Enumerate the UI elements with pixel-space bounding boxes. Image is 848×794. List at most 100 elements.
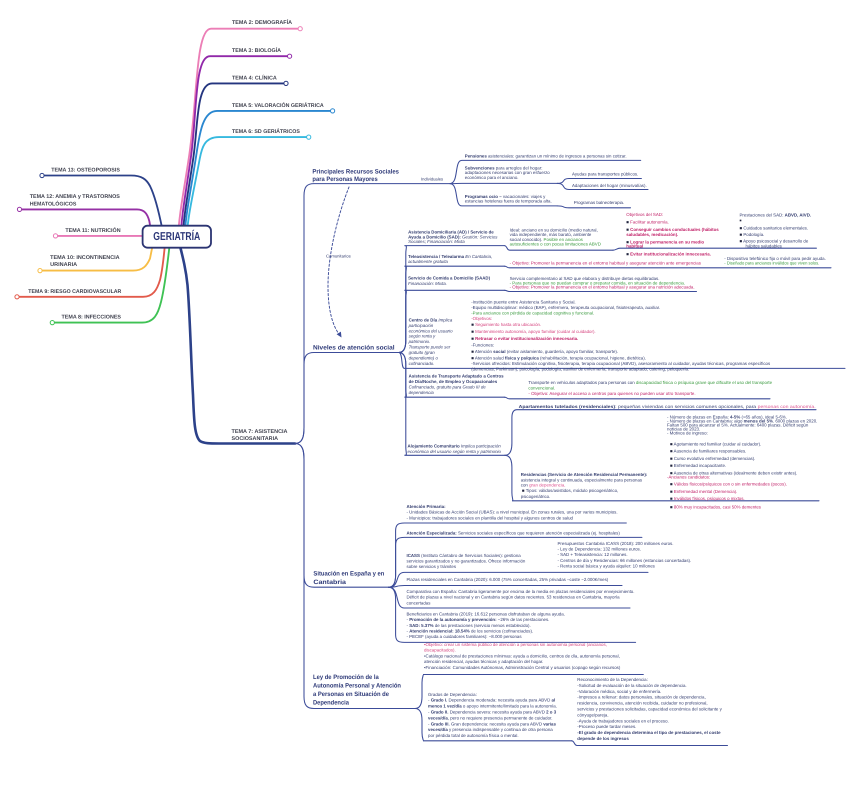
svg-text:participación: participación [408,323,434,328]
svg-text:servicios y prestaciones solic: servicios y prestaciones solicitadas, ca… [577,707,722,712]
svg-text:residencia, convivencia, atenc: residencia, convivencia, atención recibi… [577,701,707,706]
svg-text:ICASS (Instituto Cántabro de S: ICASS (Instituto Cántabro de Servicios S… [407,553,522,558]
svg-text:- PECEF (ayuda a cuidadores fa: - PECEF (ayuda a cuidadores familiares):… [407,634,523,639]
svg-text:dependiente) o: dependiente) o [409,355,439,360]
svg-text:- Renta social básica y ayuda: - Renta social básica y ayuda alquiler: … [558,564,656,569]
svg-text:■ Mantenimiento autonomía, apo: ■ Mantenimiento autonomía, apoyo familia… [471,329,595,334]
svg-text:TEMA 6: SD GERIÁTRICOS: TEMA 6: SD GERIÁTRICOS [232,128,300,135]
svg-text:TEMA 11: NUTRICIÓN: TEMA 11: NUTRICIÓN [65,227,120,234]
svg-text:GERIATRÍA: GERIATRÍA [153,229,200,243]
svg-text:social conocido). Posible en a: social conocido). Posible en ancianos [510,237,584,242]
svg-text:Prestaciones del SAD: ABVD, AI: Prestaciones del SAD: ABVD, AIVD. [740,212,812,217]
svg-text:Faltan 500 para alcanzar el 5%: Faltan 500 para alcanzar el 5%. Actualme… [667,423,809,428]
svg-text:Ayudas para transportes públic: Ayudas para transportes públicos. [572,172,638,177]
svg-text:■ Conseguir cambios conductual: ■ Conseguir cambios conductuales (hábito… [626,227,719,232]
svg-text:■ Podología.: ■ Podología. [740,232,765,237]
svg-text:(demencias, Parkinson), psicol: (demencias, Parkinson), psicología, podo… [471,367,689,372]
svg-text:-Equipo multidisciplinar: médi: -Equipo multidisciplinar: médico (EAP), … [471,305,660,310]
svg-text:Ideal: anciano en su domicilio: Ideal: anciano en su domicilio (medio na… [510,227,598,232]
svg-text:Programas ocio – vacacionales:: Programas ocio – vacacionales: viajes y [465,194,546,199]
svg-text:- Objetivo: Promover la perman: - Objetivo: Promover la permanencia en e… [510,260,702,265]
svg-text:de Día/Noche, de Empleo y Ocup: de Día/Noche, de Empleo y Ocupacionales [409,379,498,384]
svg-text:■ Inválidos físicos, psíquicos: ■ Inválidos físicos, psíquicos o mixtos. [670,496,745,501]
svg-text:Transporte puede ser: Transporte puede ser [409,345,451,350]
svg-text:-Valoración médica, social y d: -Valoración médica, social y de enfermer… [577,689,661,694]
svg-text:veces/día, pero no requiere pr: veces/día, pero no requiere presencia pe… [428,715,553,720]
svg-text:económico para el anciano.: económico para el anciano. [465,175,519,180]
svg-text:HEMATOLÓGICOS: HEMATOLÓGICOS [30,201,77,208]
svg-text:-Objetivos:: -Objetivos: [471,316,492,321]
svg-text:-Ayuda de trabajadores sociale: -Ayuda de trabajadores sociales en el pr… [577,718,668,723]
svg-text:actualmente gratuita: actualmente gratuita [408,259,448,264]
svg-text:- Atención residencial: 18.54%: - Atención residencial: 18.54% de los se… [407,628,534,633]
svg-text:- Objetivo: Asegurar el acceso: - Objetivo: Asegurar el acceso a centros… [528,391,695,396]
svg-text:Objetivos del SAD:: Objetivos del SAD: [626,212,663,217]
svg-text:Ley de Promoción de la: Ley de Promoción de la [313,674,379,681]
svg-text:-Ancianos candidatos:: -Ancianos candidatos: [667,474,710,479]
svg-text:convencional.: convencional. [528,386,555,391]
svg-text:■ Facilitar autonomía.: ■ Facilitar autonomía. [626,220,668,225]
svg-text:- Diseñado para ancianos invál: - Diseñado para ancianos inválidos que v… [724,260,819,265]
svg-text:Residencias (Servicio de Atenc: Residencias (Servicio de Atención Reside… [521,472,648,477]
svg-text:dependencia: dependencia [409,390,435,395]
svg-text:Transporte en vehículos adapta: Transporte en vehículos adaptados para p… [528,380,772,385]
svg-text:Presupuestos Cantabria ICASS (: Presupuestos Cantabria ICASS (2018): 200… [558,541,674,546]
svg-text:•Financiación: Comunidades Aut: •Financiación: Comunidades Autónomas, Ad… [424,665,621,670]
svg-text:■ Lograr la permanencia en su: ■ Lograr la permanencia en su medio [626,239,704,244]
svg-text:depende de los ingresos: depende de los ingresos [577,736,629,741]
svg-text:TEMA 4: CLÍNICA: TEMA 4: CLÍNICA [232,75,277,82]
svg-text:adaptaciones necesarias con gr: adaptaciones necesarias con gran esfuerz… [465,170,550,175]
svg-text:■ Enfermedad mental (Demencia): ■ Enfermedad mental (Demencia). [670,489,737,494]
svg-text:TEMA 10: INCONTINENCIA: TEMA 10: INCONTINENCIA [50,255,120,261]
svg-text:URINARIA: URINARIA [50,262,77,268]
svg-text:■ Evitar institucionalización: ■ Evitar institucionalización innecesari… [626,252,711,257]
svg-text:- Motivos de ingreso:: - Motivos de ingreso: [667,431,708,436]
svg-text:- Número de plazas en Cantabri: - Número de plazas en Cantabria: algo me… [667,418,817,423]
svg-text:menos 1 vez/día o apoyo interm: menos 1 vez/día o apoyo intermitente/lim… [428,704,557,709]
svg-text:servicios garantizados y no ga: servicios garantizados y no garantizados… [407,558,526,563]
svg-text:vida independiente, más barato: vida independiente, más barato, ambiente [510,232,592,237]
svg-text:- Número de plazas en España:: - Número de plazas en España: 4-5% (>65 … [667,414,787,419]
svg-text:-Funciones:: -Funciones: [471,343,494,348]
svg-text:■ Ausencia de otras alternativ: ■ Ausencia de otras alternativas (idealm… [670,470,797,475]
svg-text:veces/día y presencia indispen: veces/día y presencia indispensable y co… [428,727,553,732]
svg-text:Dependencia: Dependencia [313,699,349,706]
svg-text:patrimonio.: patrimonio. [408,339,431,344]
svg-text:- Para personas que no puedan: - Para personas que no puedan comprar o … [510,280,685,285]
svg-text:gratuito (gran: gratuito (gran [409,350,436,355]
svg-text:según renta y: según renta y [409,334,436,339]
svg-text:- Grado I. Dependencia moderad: - Grado I. Dependencia moderada: necesit… [428,698,555,703]
svg-text:Sociales; Financiación: Mixta: Sociales; Financiación: Mixta [408,239,465,244]
svg-text:Comunitarios: Comunitarios [326,254,351,259]
svg-text:saludables, medicación).: saludables, medicación). [626,232,678,237]
svg-text:■ Seguimiento hasta otra ubica: ■ Seguimiento hasta otra ubicación. [471,322,541,327]
svg-text:■ Atención salud física y psíq: ■ Atención salud física y psíquica (reha… [471,355,646,360]
svg-text:•Catálogo nacional de prestaci: •Catálogo nacional de prestaciones mínim… [424,653,620,658]
svg-text:- Grado II. Dependencia severa: - Grado II. Dependencia severa: necesita… [428,710,557,715]
svg-text:Situación en España y en: Situación en España y en [313,571,384,578]
svg-text:■ Cuidados sanitarios elementa: ■ Cuidados sanitarios elementales. [740,226,809,231]
svg-text:psicogeriátrico.: psicogeriátrico. [521,494,551,499]
svg-text:-Institución puente entre Asis: -Institución puente entre Asistencia San… [471,300,575,305]
svg-text:Déficit de plazas a nivel naci: Déficit de plazas a nivel nacional y en … [407,595,621,600]
svg-text:Niveles de atención social: Niveles de atención social [313,344,395,351]
svg-text:-Solicitud de evaluación de la: -Solicitud de evaluación de la situación… [577,683,686,688]
svg-text:Individuales: Individuales [421,177,443,182]
svg-text:■ Curso evolutivo enfermedad (: ■ Curso evolutivo enfermedad (demencias)… [670,456,755,461]
svg-text:-Proceso puede tardar meses.: -Proceso puede tardar meses. [577,724,636,729]
svg-text:cofinanciado.: cofinanciado. [409,361,435,366]
svg-text:■ Agotamiento red familiar (cu: ■ Agotamiento red familiar (cuidar al cu… [670,441,761,446]
svg-text:a Personas en Situación de: a Personas en Situación de [313,691,389,698]
svg-text:atención residencial, ayudas t: atención residencial, ayudas técnicas y … [424,659,543,664]
svg-text:Subvenciones para arreglos del: Subvenciones para arreglos del hogar: [465,166,543,171]
svg-text:■: ■ [740,219,742,223]
svg-text:SOCIOSANITARIA: SOCIOSANITARIA [232,436,279,442]
svg-text:por pérdida total de autonomía: por pérdida total de autonomía física o … [428,733,519,738]
svg-text:- Centros de día y Residencias: - Centros de día y Residencias: 66 millo… [558,558,692,563]
svg-text:- SAD + Teleasistencia: 12 mil: - SAD + Teleasistencia: 12 millones. [558,552,628,557]
svg-text:hábitos saludables: hábitos saludables [746,244,783,249]
svg-text:noticias de 2023.: noticias de 2023. [667,427,700,432]
svg-text:■ 80% muy incapacitados, casi: ■ 80% muy incapacitados, casi 50% dement… [670,505,762,510]
svg-text:Comparativa con España: Cantab: Comparativa con España: Cantabria ligera… [407,589,635,594]
svg-text:TEMA 9: RIESGO CARDIOVASCULAR: TEMA 9: RIESGO CARDIOVASCULAR [28,289,121,295]
